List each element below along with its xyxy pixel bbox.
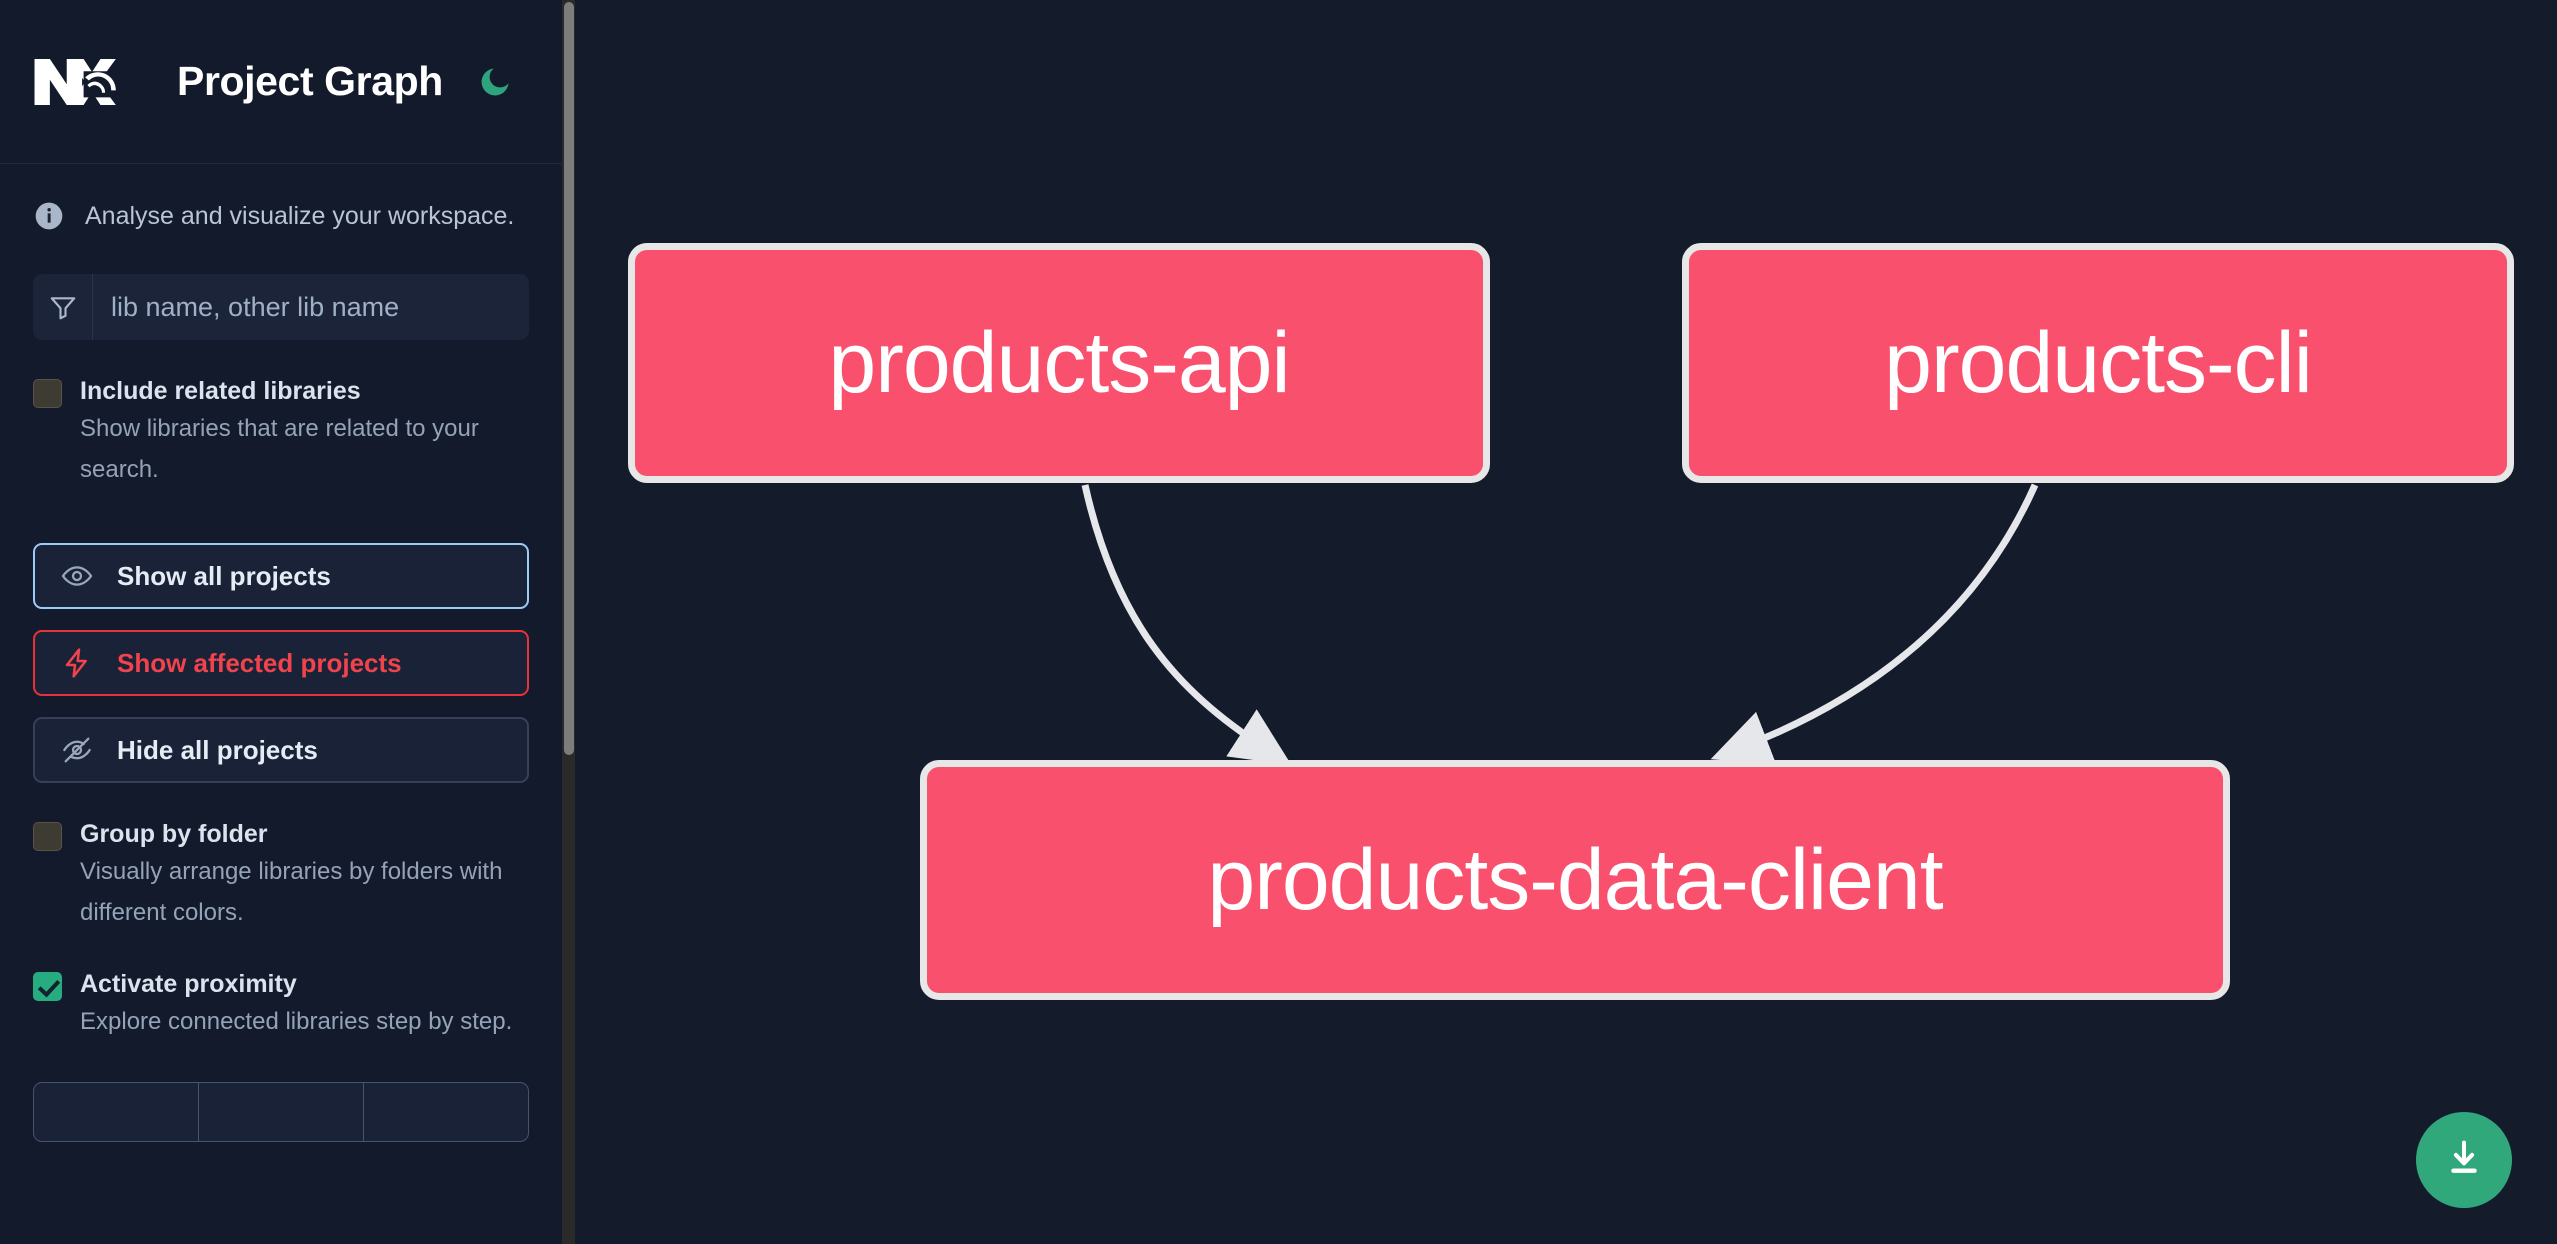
search-input[interactable] bbox=[93, 274, 529, 340]
moon-icon[interactable] bbox=[475, 62, 515, 102]
sidebar-header: Project Graph bbox=[0, 0, 562, 164]
hide-all-projects-label: Hide all projects bbox=[117, 734, 318, 765]
lightning-icon bbox=[61, 646, 95, 680]
checkbox-label: Activate proximity bbox=[80, 970, 297, 998]
download-icon bbox=[2441, 1135, 2487, 1186]
graph-node-label: products-data-client bbox=[1207, 831, 1943, 928]
checkbox-group-by-folder[interactable]: Group by folder Visually arrange librari… bbox=[0, 817, 562, 933]
checkbox-include-related-libraries[interactable]: Include related libraries Show libraries… bbox=[0, 374, 562, 490]
graph-canvas[interactable]: products-api products-cli products-data-… bbox=[575, 0, 2557, 1244]
checkbox-label: Group by folder bbox=[80, 820, 268, 848]
checkbox-description: Explore connected libraries step by step… bbox=[80, 1008, 513, 1035]
edge-products-api-to-data-client bbox=[1081, 484, 1292, 766]
segment-option-1[interactable] bbox=[34, 1083, 199, 1141]
proximity-segmented-control[interactable] bbox=[33, 1082, 529, 1142]
edge-products-cli-to-data-client bbox=[1710, 483, 2039, 765]
checkbox-description: Show libraries that are related to your … bbox=[80, 415, 479, 483]
hide-all-projects-button[interactable]: Hide all projects bbox=[33, 717, 529, 783]
show-affected-projects-label: Show affected projects bbox=[117, 647, 402, 678]
checkbox-activate-proximity[interactable]: Activate proximity Explore connected lib… bbox=[0, 967, 562, 1042]
sidebar-tagline-text: Analyse and visualize your workspace. bbox=[85, 201, 515, 230]
checkbox-label: Include related libraries bbox=[80, 377, 361, 405]
filter-icon bbox=[33, 274, 93, 340]
graph-node-products-api[interactable]: products-api bbox=[628, 243, 1490, 483]
segment-option-2[interactable] bbox=[199, 1083, 364, 1141]
show-all-projects-label: Show all projects bbox=[117, 560, 331, 591]
segment-option-3[interactable] bbox=[364, 1083, 528, 1141]
page-title: Project Graph bbox=[177, 58, 443, 104]
checkbox-input-activate-proximity[interactable] bbox=[33, 972, 62, 1001]
checkbox-input-group-by-folder[interactable] bbox=[33, 822, 62, 851]
search-field[interactable] bbox=[33, 274, 529, 340]
checkbox-description: Visually arrange libraries by folders wi… bbox=[80, 858, 503, 926]
sidebar-scrollbar[interactable] bbox=[562, 0, 575, 1244]
show-all-projects-button[interactable]: Show all projects bbox=[33, 543, 529, 609]
eye-off-icon bbox=[61, 733, 95, 767]
checkbox-input-include-related-libraries[interactable] bbox=[33, 379, 62, 408]
info-icon bbox=[33, 200, 65, 232]
graph-node-products-cli[interactable]: products-cli bbox=[1682, 243, 2514, 483]
show-affected-projects-button[interactable]: Show affected projects bbox=[33, 630, 529, 696]
nx-logo-icon bbox=[33, 53, 125, 111]
sidebar-scrollbar-thumb[interactable] bbox=[564, 2, 574, 755]
graph-edges bbox=[1081, 483, 2039, 766]
sidebar: Project Graph Analyse and visualize your… bbox=[0, 0, 575, 1244]
eye-icon bbox=[61, 559, 95, 593]
download-graph-button[interactable] bbox=[2416, 1112, 2512, 1208]
project-visibility-buttons: Show all projects Show affected projects bbox=[33, 543, 529, 783]
sidebar-scroll-area: Project Graph Analyse and visualize your… bbox=[0, 0, 562, 1244]
graph-node-label: products-cli bbox=[1884, 314, 2313, 411]
sidebar-tagline: Analyse and visualize your workspace. bbox=[0, 164, 562, 232]
graph-node-label: products-api bbox=[828, 314, 1290, 411]
graph-node-products-data-client[interactable]: products-data-client bbox=[920, 760, 2230, 1000]
